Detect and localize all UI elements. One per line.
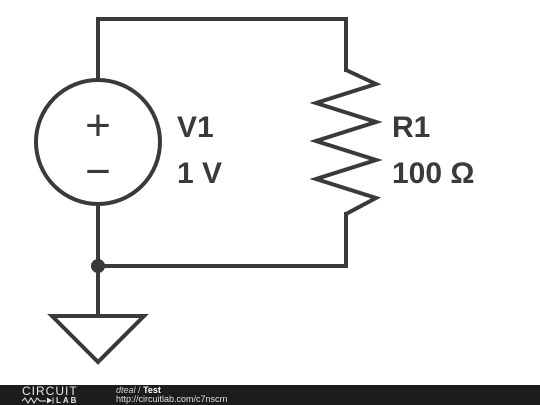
circuit-attribution: dteal / Test [116,386,161,395]
logo-text-circuit: CIRCUIT [22,384,78,398]
ground-symbol [47,314,149,365]
logo-wave-icon [22,397,54,404]
footer-bar: CIRCUIT LAB dteal / Test http://circuitl… [0,385,540,405]
circuit-url-link[interactable]: http://circuitlab.com/c7nscrn [116,394,228,404]
resistor-value-label: 100 Ω [392,157,474,190]
attribution-separator: / [138,385,141,395]
source-minus-sign: − [85,147,111,196]
circuit-title[interactable]: Test [143,385,161,395]
source-value-label: 1 V [177,157,222,190]
logo-text-lab: LAB [56,396,79,405]
author-link[interactable]: dteal [116,385,136,395]
voltage-source-body [34,78,162,206]
source-plus-sign: + [85,101,111,150]
resistor-name-label: R1 [392,111,430,144]
wire-bottom [96,203,348,268]
voltage-source-v1: + − [34,78,162,206]
source-name-label: V1 [177,111,214,144]
circuit-schematic: + − V1 1 V R1 100 Ω [34,17,474,365]
junction-node [91,259,105,273]
resistor-r1 [309,68,383,216]
wire-top [96,17,348,82]
circuitlab-logo[interactable]: CIRCUIT LAB [20,385,110,405]
